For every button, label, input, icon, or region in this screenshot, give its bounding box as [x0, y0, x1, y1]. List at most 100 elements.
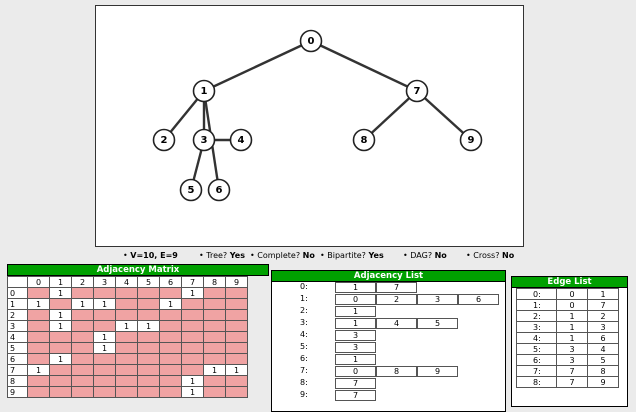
- stat-complete: • Complete? No: [250, 251, 315, 260]
- adjacency-list-neighbor: 1: [335, 282, 376, 293]
- adjacency-list-row: 6:1: [272, 354, 505, 365]
- graph-node-8[interactable]: 8: [352, 128, 376, 152]
- graph-node-circle[interactable]: [299, 29, 323, 53]
- matrix-col-header: 3: [93, 276, 116, 288]
- adjacency-list-vertex: 0:: [300, 282, 308, 291]
- graph-node-circle[interactable]: [179, 178, 203, 202]
- matrix-cell: 1: [181, 375, 204, 387]
- matrix-cell: [27, 287, 50, 299]
- adjacency-list-row: 5:3: [272, 342, 505, 353]
- adjacency-list-vertex: 5:: [300, 342, 308, 351]
- graph-node-circle[interactable]: [229, 128, 253, 152]
- matrix-cell: 1: [203, 364, 226, 376]
- adjacency-list-neighbor: 9: [417, 366, 458, 377]
- matrix-cell: [137, 353, 160, 365]
- adjacency-list-vertex: 2:: [300, 306, 308, 315]
- edge-list-endpoint: 1: [587, 288, 619, 300]
- graph-node-circle[interactable]: [207, 178, 231, 202]
- adjacency-list-row: 9:7: [272, 390, 505, 401]
- graph-node-circle[interactable]: [405, 79, 429, 103]
- adjacency-list-vertex: 6:: [300, 354, 308, 363]
- graph-edge-7-8[interactable]: [363, 90, 418, 141]
- edge-list-endpoint: 9: [587, 376, 619, 388]
- graph-node-4[interactable]: 4: [229, 128, 253, 152]
- adjacency-list-neighbor: 4: [376, 318, 417, 329]
- graph-node-label: 3: [201, 135, 208, 146]
- edge-list-index: 6:: [516, 354, 557, 366]
- graph-node-9[interactable]: 9: [459, 128, 483, 152]
- matrix-cell: [159, 364, 182, 376]
- graph-drawing[interactable]: 0 1 2 3 4 5 6 7 8 9: [96, 6, 525, 248]
- graph-node-circle[interactable]: [192, 128, 216, 152]
- graph-node-label: 9: [468, 135, 475, 146]
- graph-node-1[interactable]: 1: [192, 79, 216, 103]
- stat-bipartite: • Bipartite? Yes: [320, 251, 384, 260]
- matrix-row-header: 9: [7, 386, 28, 398]
- graph-edge-0-7[interactable]: [310, 39, 418, 93]
- adjacency-list-neighbor: 0: [335, 366, 376, 377]
- edge-list-endpoint: 3: [556, 354, 588, 366]
- graph-node-3[interactable]: 3: [192, 128, 216, 152]
- matrix-cell: [49, 342, 72, 354]
- matrix-cell: [71, 331, 94, 343]
- matrix-cell: 1: [93, 331, 116, 343]
- matrix-cell: [137, 309, 160, 321]
- graph-edge-0-1[interactable]: [203, 39, 312, 93]
- matrix-cell: [225, 320, 248, 332]
- graph-node-circle[interactable]: [459, 128, 483, 152]
- edge-list-index: 5:: [516, 343, 557, 355]
- adjacency-list-vertex: 1:: [300, 294, 308, 303]
- matrix-cell: [93, 309, 116, 321]
- matrix-row-header: 4: [7, 331, 28, 343]
- graph-canvas[interactable]: 0 1 2 3 4 5 6 7 8 9: [95, 5, 524, 247]
- matrix-cell: [137, 298, 160, 310]
- matrix-cell: 1: [49, 320, 72, 332]
- edge-list-index: 7:: [516, 365, 557, 377]
- graph-node-circle[interactable]: [152, 128, 176, 152]
- matrix-cell: [181, 364, 204, 376]
- matrix-col-header: 5: [137, 276, 160, 288]
- matrix-cell: [93, 375, 116, 387]
- matrix-row-header: 2: [7, 309, 28, 321]
- graph-node-5[interactable]: 5: [179, 178, 203, 202]
- matrix-cell: [27, 320, 50, 332]
- adjacency-list-vertex: 7:: [300, 366, 308, 375]
- edge-list-endpoint: 5: [587, 354, 619, 366]
- graph-node-label: 1: [201, 86, 208, 97]
- matrix-cell: [159, 287, 182, 299]
- adjacency-list-vertex: 9:: [300, 390, 308, 399]
- graph-node-6[interactable]: 6: [207, 178, 231, 202]
- graph-node-circle[interactable]: [352, 128, 376, 152]
- matrix-cell: [159, 353, 182, 365]
- edge-list-endpoint: 1: [556, 321, 588, 333]
- edge-list-endpoint: 7: [587, 299, 619, 311]
- graph-node-7[interactable]: 7: [405, 79, 429, 103]
- matrix-cell: 1: [71, 298, 94, 310]
- graph-node-circle[interactable]: [192, 79, 216, 103]
- graph-node-2[interactable]: 2: [152, 128, 176, 152]
- matrix-cell: [159, 320, 182, 332]
- matrix-cell: [71, 375, 94, 387]
- matrix-row-header: 8: [7, 375, 28, 387]
- graph-edge-7-9[interactable]: [416, 90, 472, 141]
- matrix-cell: 1: [181, 287, 204, 299]
- matrix-col-header: 4: [115, 276, 138, 288]
- matrix-cell: [203, 386, 226, 398]
- graph-node-0[interactable]: 0: [299, 29, 323, 53]
- graph-node-label: 5: [188, 185, 195, 196]
